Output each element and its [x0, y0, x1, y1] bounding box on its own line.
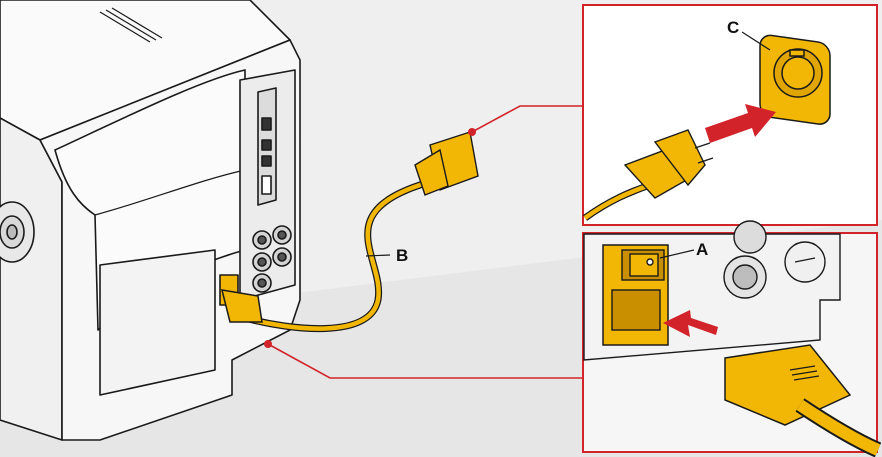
ethernet-port — [261, 117, 272, 131]
mains-plug — [582, 129, 714, 221]
power-inlet — [611, 289, 661, 331]
usb-port-2 — [261, 155, 272, 167]
callout-links — [267, 105, 583, 379]
printer-illustration — [0, 0, 301, 441]
callout-dot-top — [468, 128, 476, 136]
label-c: C — [727, 18, 739, 37]
usb-port-1 — [261, 139, 272, 151]
detail-panel-socket: C — [582, 4, 878, 226]
detail-panel-inlet: A — [582, 220, 882, 457]
printer-lower-panel — [99, 249, 216, 396]
serial-port — [261, 175, 272, 195]
leader-a — [659, 249, 695, 259]
printer-left-side — [0, 117, 63, 441]
detail-connectors — [723, 220, 826, 299]
insert-arrow-top — [705, 104, 776, 143]
power-cable: B — [220, 131, 479, 333]
wall-socket — [759, 34, 831, 125]
iec-connector — [724, 344, 882, 457]
cover-fold-line — [94, 169, 246, 216]
insert-arrow-bottom — [663, 310, 718, 337]
round-connectors — [252, 225, 292, 293]
media-spindle — [0, 201, 35, 263]
top-vent — [99, 7, 163, 43]
power-switch — [621, 249, 665, 281]
iec-plug — [220, 289, 263, 323]
mains-plug-mid — [414, 131, 479, 196]
label-b: B — [396, 246, 408, 265]
label-a: A — [696, 240, 708, 259]
leader-b — [365, 254, 391, 257]
callout-dot-bottom — [264, 340, 272, 348]
leader-c — [741, 31, 771, 51]
